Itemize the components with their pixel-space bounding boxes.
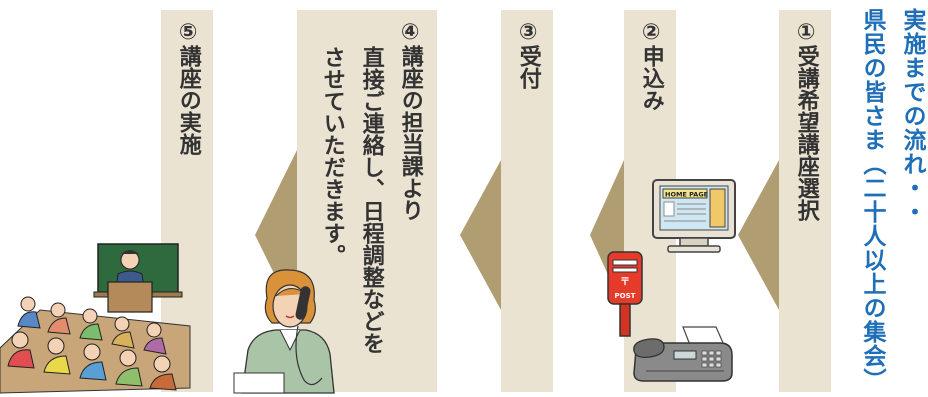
step-3-panel [501, 10, 553, 392]
lecture-classroom-illustration [0, 243, 191, 394]
flow-arrow-1 [738, 160, 779, 310]
step-4-label-line1: ④講座の担当課より [397, 20, 423, 221]
postbox-post-text: POST [615, 292, 636, 300]
step-3-label: ③受付 [515, 20, 541, 89]
step-4-label-line2: 直接ご連絡し、日程調整などを [358, 46, 384, 354]
step-1-panel [779, 10, 831, 392]
title-line2: 県民の皆さま（二十人以上の集会） [859, 8, 885, 392]
step-1-label: ①受講希望講座選択 [793, 20, 819, 221]
fax-machine-illustration [633, 326, 733, 382]
computer-monitor-illustration: HOME PAGE [652, 179, 736, 253]
svg-text:〒: 〒 [620, 276, 630, 288]
flow-arrow-3 [460, 160, 501, 310]
step-2-label: ②申込み [638, 20, 664, 111]
step-4-label-line3: させていただきます。 [319, 46, 345, 266]
phone-operator-illustration [233, 269, 335, 394]
step-4-panel [297, 10, 437, 392]
postbox-illustration: 〒 POST [607, 251, 643, 337]
title-line1: 実施までの流れ・・ [899, 8, 925, 224]
monitor-home-page-text: HOME PAGE [665, 191, 708, 199]
step-5-label: ⑤講座の実施 [175, 20, 201, 155]
